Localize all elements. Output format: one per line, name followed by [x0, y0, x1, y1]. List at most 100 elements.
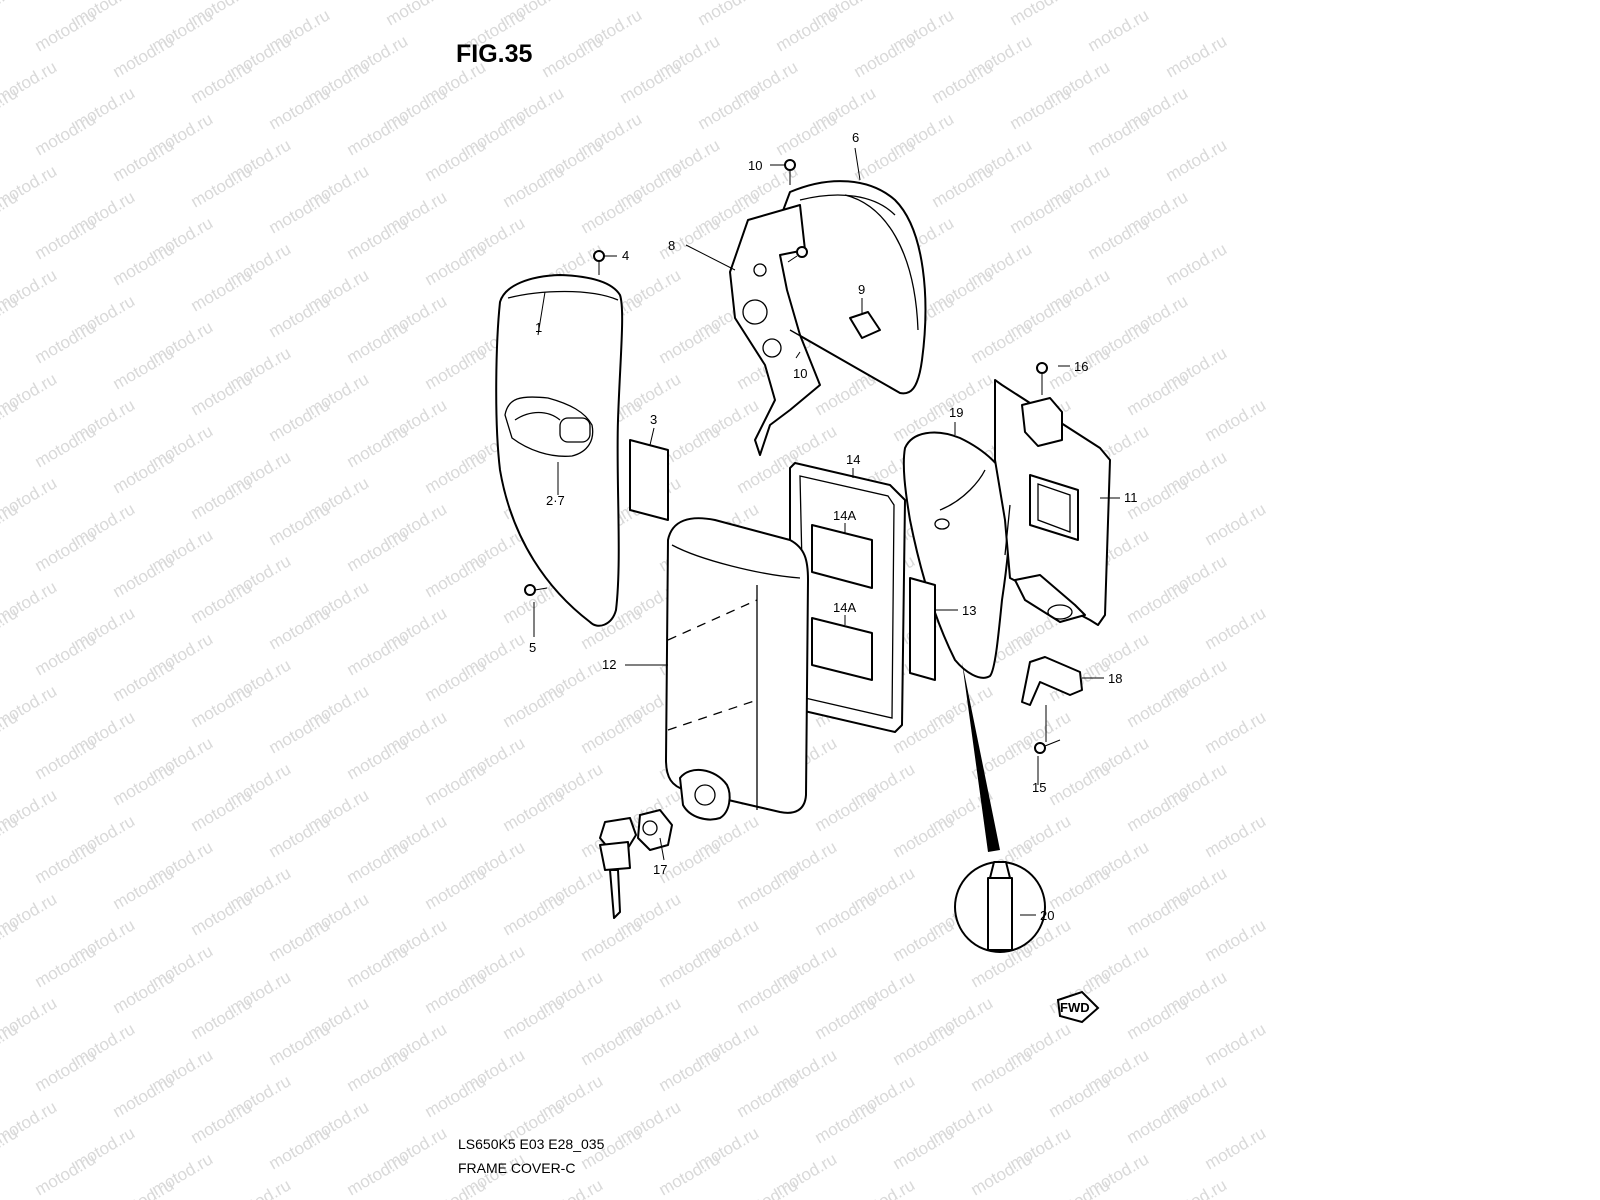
watermark-text: motod.ru [422, 1071, 490, 1121]
screw-5 [524, 584, 548, 596]
watermark-text: motod.ru [1202, 915, 1270, 965]
watermark-text: motod.ru [110, 655, 178, 705]
watermark-text: motod.ru [266, 83, 334, 133]
watermark-text: motod.ru [734, 967, 802, 1017]
watermark-text: motod.ru [500, 993, 568, 1043]
callout-labels: 6 10 8 9 10 1 4 3 2·7 5 12 14 14A 14A 13… [529, 130, 1138, 923]
fwd-label: FWD [1060, 1000, 1090, 1015]
fwd-arrow-icon: FWD [1056, 990, 1100, 1024]
watermark-text: motod.ru [32, 525, 100, 575]
watermark-text: motod.ru [1046, 759, 1114, 809]
part-6-frame-cover [774, 180, 927, 395]
watermark-text: motod.ru [383, 0, 451, 29]
watermark-text: motod.ru [422, 863, 490, 913]
callout-14: 14 [846, 452, 860, 467]
watermark-text: motod.ru [0, 0, 21, 29]
watermark-text: motod.ru [929, 57, 997, 107]
part-13-cushion [909, 577, 936, 681]
watermark-text: motod.ru [812, 993, 880, 1043]
watermark-text: motod.ru [227, 1175, 295, 1200]
watermark-text: motod.ru [344, 837, 412, 887]
figure-caption: FRAME COVER-C [458, 1160, 576, 1176]
watermark-text: motod.ru [110, 31, 178, 81]
part-18-clip [1021, 656, 1083, 706]
watermark-text: motod.ru [1085, 5, 1153, 55]
callout-11: 11 [1124, 490, 1138, 505]
callout-10-upper: 10 [748, 158, 762, 173]
model-code: LS650K5 E03 E28_035 [458, 1136, 605, 1152]
part-11-mounting-bracket [994, 379, 1111, 626]
watermark-text: motod.ru [1124, 577, 1192, 627]
watermark-text: motod.ru [188, 369, 256, 419]
watermark-text: motod.ru [422, 967, 490, 1017]
callout-13: 13 [962, 603, 976, 618]
watermark-text: motod.ru [32, 837, 100, 887]
callout-10-lower: 10 [793, 366, 807, 381]
watermark-text: motod.ru [1202, 1019, 1270, 1069]
callout-15: 15 [1032, 780, 1046, 795]
watermark-text: motod.ru [1046, 863, 1114, 913]
watermark-text: motod.ru [32, 5, 100, 55]
watermark-text: motod.ru [1046, 1071, 1114, 1121]
watermark-text: motod.ru [1124, 681, 1192, 731]
part-14a-strip-upper [811, 524, 873, 589]
watermark-text: motod.ru [1163, 31, 1231, 81]
callout-6: 6 [852, 130, 859, 145]
watermark-text: motod.ru [968, 1149, 1036, 1199]
watermark-text: motod.ru [344, 733, 412, 783]
watermark-text: motod.ru [578, 707, 646, 757]
part-14a-strip-lower [811, 617, 873, 681]
watermark-text: motod.ru [188, 681, 256, 731]
watermark-text: motod.ru [851, 1175, 919, 1200]
watermark-text: motod.ru [188, 993, 256, 1043]
watermark-text: motod.ru [422, 655, 490, 705]
watermark-text: motod.ru [266, 1019, 334, 1069]
watermark-text: motod.ru [1124, 369, 1192, 419]
watermark-text: motod.ru [1202, 603, 1270, 653]
watermark-text: motod.ru [32, 421, 100, 471]
callout-17: 17 [653, 862, 667, 877]
watermark-text: motod.ru [1007, 187, 1075, 237]
watermark-text: motod.ru [812, 785, 880, 835]
watermark-text: motod.ru [578, 1019, 646, 1069]
callout-9: 9 [858, 282, 865, 297]
watermark-text: motod.ru [695, 83, 763, 133]
watermark-text: motod.ru [1046, 1175, 1114, 1200]
part-8-bracket [729, 204, 901, 456]
watermark-text: motod.ru [812, 369, 880, 419]
watermark-text: motod.ru [578, 187, 646, 237]
watermark-text: motod.ru [851, 31, 919, 81]
watermark-text: motod.ru [266, 499, 334, 549]
leader-lines [533, 147, 1120, 916]
watermark-text: motod.ru [1202, 1123, 1270, 1173]
callout-1: 1 [535, 320, 542, 335]
watermark-text: motod.ru [1202, 395, 1270, 445]
watermark-text: motod.ru [656, 1149, 724, 1199]
callout-5: 5 [529, 640, 536, 655]
watermark-text: motod.ru [32, 941, 100, 991]
watermark-text: motod.ru [656, 213, 724, 263]
watermark-text: motod.ru [110, 343, 178, 393]
watermark-text: motod.ru [110, 551, 178, 601]
watermark-text: motod.ru [344, 941, 412, 991]
watermark-text: motod.ru [266, 603, 334, 653]
watermark-text: motod.ru [1163, 239, 1231, 289]
callout-14a-upper: 14A [833, 508, 856, 523]
watermark-text: motod.ru [539, 31, 607, 81]
watermark-text: motod.ru [1124, 785, 1192, 835]
watermark-text: motod.ru [422, 135, 490, 185]
watermark-text: motod.ru [422, 343, 490, 393]
watermark-text: motod.ru [110, 759, 178, 809]
watermark-text: motod.ru [344, 1149, 412, 1199]
callout-4: 4 [622, 248, 629, 263]
callout-16: 16 [1074, 359, 1088, 374]
watermark-text: motod.ru [188, 265, 256, 315]
watermark-text: motod.ru [500, 681, 568, 731]
watermark-text: motod.ru [110, 239, 178, 289]
watermark-text: motod.ru [32, 109, 100, 159]
part-12-tool-box [665, 517, 809, 814]
watermark-text: motod.ru [188, 1097, 256, 1147]
watermark-text: motod.ru [734, 863, 802, 913]
watermark-text: motod.ru [422, 1175, 490, 1200]
